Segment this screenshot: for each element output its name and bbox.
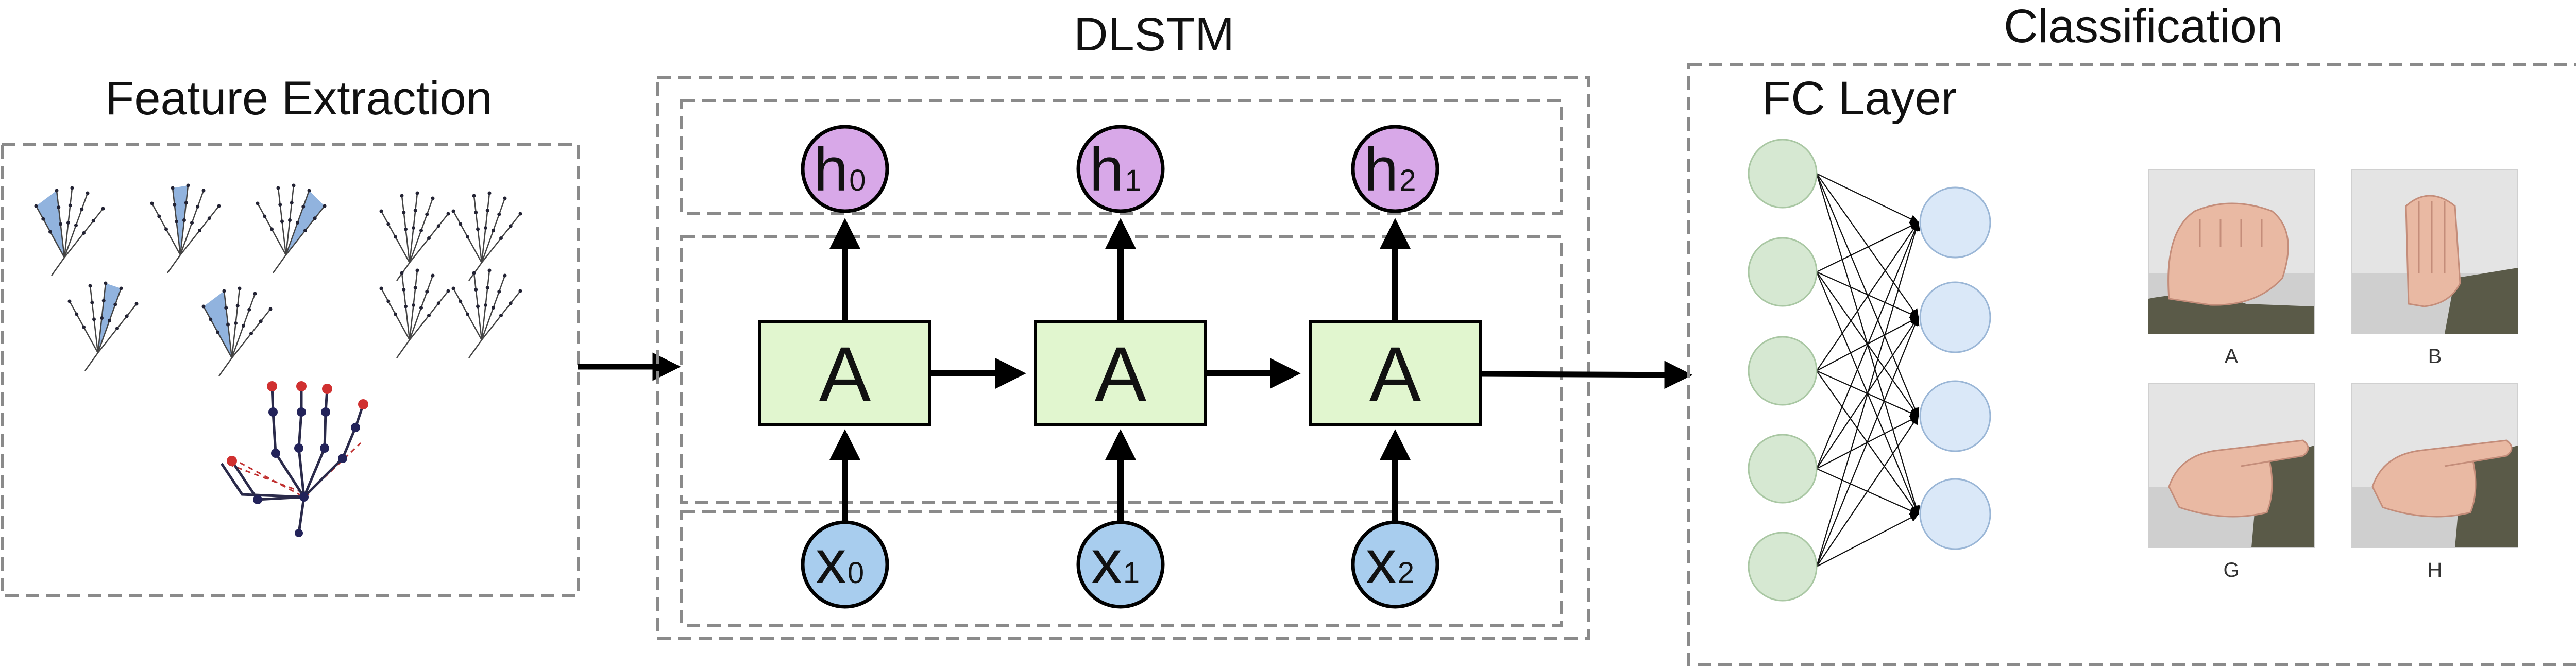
fc-output-neuron <box>1919 186 1991 259</box>
classification-box <box>1687 63 2576 666</box>
dlstm-panel: DLSTM Ah0 x0 Ah1 x1 Ah2 x2 <box>656 8 1590 640</box>
feature-extraction-title: Feature Extraction <box>105 72 493 125</box>
fc-output-neuron <box>1919 281 1991 353</box>
lstm-cell-label: A <box>1369 331 1421 417</box>
input-node <box>1076 520 1165 609</box>
hidden-state-row-box <box>680 99 1563 215</box>
fc-layer-network <box>1748 139 1991 602</box>
lstm-unit-2: Ah2 x2 <box>1309 125 1482 609</box>
fc-connection <box>1816 221 1920 469</box>
fc-connection <box>1816 221 1919 371</box>
fc-output-neuron <box>1919 478 1991 550</box>
fc-connection <box>1816 221 1919 272</box>
hidden-state-node <box>801 125 889 213</box>
hand-skeleton-thumb <box>379 268 450 358</box>
lstm-cell-label: A <box>819 331 871 417</box>
lstm-cell-label: A <box>1095 331 1146 417</box>
fc-connection <box>1816 173 1919 224</box>
hand-skeleton-main <box>220 381 368 537</box>
lstm-unit-0: Ah0 x0 <box>758 125 1026 609</box>
fc-input-neuron <box>1748 237 1818 307</box>
hidden-state-node <box>1076 125 1165 213</box>
sign-image-A: A <box>2148 169 2315 368</box>
fc-connection <box>1816 513 1919 567</box>
fc-connection <box>1816 271 1920 318</box>
hand-skeleton-thumb <box>379 191 450 281</box>
lstm-cell <box>1034 320 1207 426</box>
fc-connection <box>1816 415 1919 567</box>
fc-connection <box>1816 316 1920 567</box>
fc-connection <box>1816 173 1919 318</box>
hand-skeleton-thumb <box>451 191 522 281</box>
classification-panel: Classification FC Layer A B G H <box>1687 0 2576 666</box>
hidden-state-label: h0 <box>814 135 866 204</box>
hidden-state-node <box>1351 125 1439 213</box>
input-label: x1 <box>1091 527 1140 596</box>
hand-skeleton-thumb <box>150 183 221 273</box>
hand-skeleton-thumb <box>256 183 327 273</box>
input-label: x0 <box>816 527 864 596</box>
fc-connection <box>1816 316 1919 371</box>
feature-extraction-panel: Feature Extraction <box>1 72 580 597</box>
fc-input-neuron <box>1748 532 1818 602</box>
lstm-unit-1: Ah1 x1 <box>1034 125 1301 609</box>
hidden-state-label: h2 <box>1364 135 1416 204</box>
dlstm-title: DLSTM <box>1074 8 1234 61</box>
sign-image-B: B <box>2351 169 2518 368</box>
fc-input-neuron <box>1748 139 1818 209</box>
hand-skeleton-thumb <box>451 268 522 358</box>
lstm-units: Ah0 x0 Ah1 x1 Ah2 x2 <box>758 125 1482 609</box>
sign-image-H: H <box>2351 383 2518 581</box>
sign-label: H <box>2428 559 2443 581</box>
hand-skeleton-thumb <box>67 281 139 371</box>
hidden-state-label: h1 <box>1089 135 1141 204</box>
fc-layer-title: FC Layer <box>1762 72 1957 125</box>
fc-input-neuron <box>1748 434 1818 504</box>
lstm-cell <box>758 320 931 426</box>
fc-output-neuron <box>1919 380 1991 452</box>
feature-extraction-box <box>1 143 580 597</box>
sign-label: A <box>2225 345 2239 368</box>
input-label: x2 <box>1366 527 1414 596</box>
hand-skeleton-thumb <box>34 186 105 276</box>
input-node <box>801 520 889 609</box>
arrow-to-classification <box>1481 361 1693 389</box>
hand-skeleton-thumbnails <box>34 183 522 376</box>
fc-input-neuron <box>1748 336 1818 406</box>
sign-image-G: G <box>2148 383 2315 581</box>
classification-title: Classification <box>2004 0 2283 53</box>
sign-label: B <box>2428 345 2442 368</box>
dlstm-outer-box <box>656 76 1590 640</box>
hand-skeleton-thumb <box>201 286 273 376</box>
fc-connection <box>1816 221 1921 567</box>
sign-label: G <box>2223 559 2239 581</box>
sign-gesture-images: A B G H <box>2148 169 2518 581</box>
lstm-cell <box>1309 320 1482 426</box>
input-node <box>1351 520 1439 609</box>
